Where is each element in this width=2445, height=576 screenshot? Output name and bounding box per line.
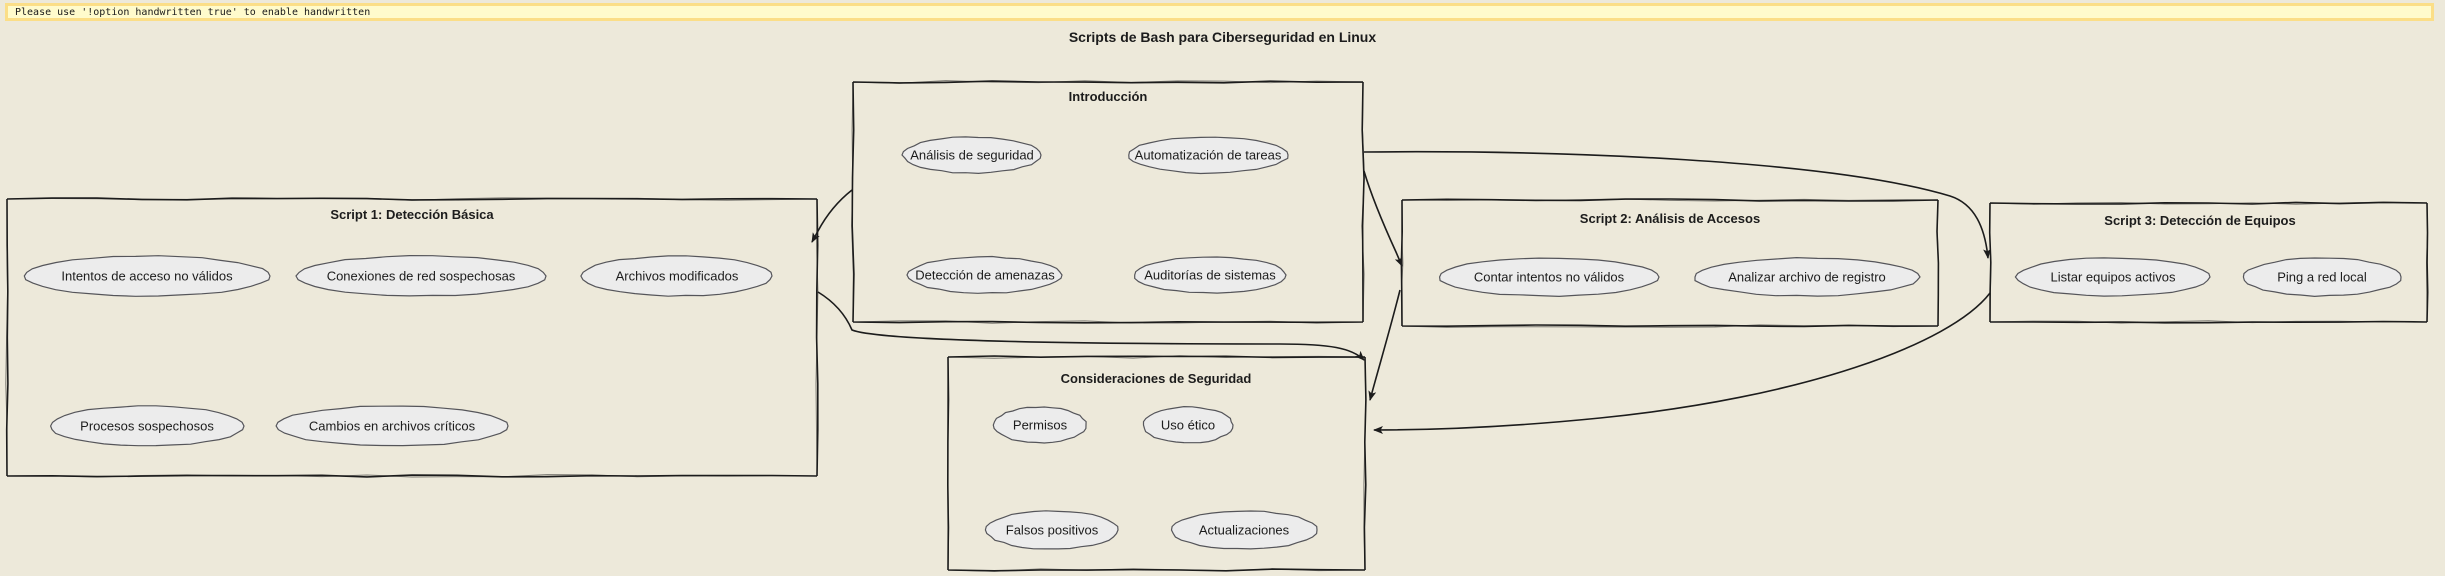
node-label-intentos-de-acceso-no-validos: Intentos de acceso no válidos — [61, 268, 233, 284]
node-label-archivos-modificados: Archivos modificados — [615, 268, 739, 284]
node-label-listar-equipos-activos: Listar equipos activos — [2050, 269, 2176, 285]
node-label-actualizaciones: Actualizaciones — [1198, 522, 1290, 538]
edge-shapes — [811, 150, 1992, 434]
edge-introduccion-to-script-3 — [1363, 150, 1992, 259]
cluster-title-script-2: Script 2: Análisis de Accesos — [1579, 211, 1761, 226]
node-label-permisos: Permisos — [1012, 417, 1068, 433]
cluster-title-script-3: Script 3: Detección de Equipos — [2104, 213, 2296, 228]
node-shapes — [23, 136, 2402, 550]
edge-script-2-to-consideraciones — [1368, 289, 1401, 401]
cluster-title-script-1: Script 1: Detección Básica — [330, 207, 494, 222]
node-label-conexiones-de-red-sospechosas: Conexiones de red sospechosas — [326, 268, 516, 284]
node-label-ping-a-red-local: Ping a red local — [2277, 269, 2367, 285]
node-label-cambios-en-archivos-criticos: Cambios en archivos críticos — [308, 418, 476, 434]
cluster-border-introduccion — [851, 80, 1365, 324]
cluster-border-consideraciones-de-seguridad — [946, 355, 1367, 572]
node-label-falsos-positivos: Falsos positivos — [1005, 522, 1099, 538]
handwritten-warning-text: Please use '!option handwritten true' to… — [15, 6, 371, 18]
node-label-analizar-archivo-de-registro: Analizar archivo de registro — [1728, 269, 1886, 285]
cluster-border-script-1 — [5, 197, 819, 478]
cluster-border-consideraciones-de-seguridad — [946, 355, 1367, 572]
edge-introduccion-to-script-2 — [1363, 170, 1403, 267]
node-label-automatizacion-de-tareas: Automatización de tareas — [1134, 147, 1282, 163]
node-label-analisis-de-seguridad: Análisis de seguridad — [910, 147, 1034, 163]
handwritten-warning-banner: Please use '!option handwritten true' to… — [5, 3, 2434, 21]
node-label-contar-intentos-no-validos: Contar intentos no válidos — [1473, 269, 1625, 285]
node-label-uso-etico: Uso ético — [1160, 417, 1216, 433]
diagram-title: Scripts de Bash para Ciberseguridad en L… — [1068, 29, 1377, 45]
node-label-procesos-sospechosos: Procesos sospechosos — [80, 418, 214, 434]
node-label-deteccion-de-amenazas: Detección de amenazas — [915, 267, 1055, 283]
cluster-title-consideraciones-de-seguridad: Consideraciones de Seguridad — [1060, 371, 1252, 386]
cluster-border-script-1 — [5, 197, 819, 478]
edge-script-1-to-consideraciones — [817, 291, 1365, 361]
cluster-border-introduccion — [851, 80, 1365, 324]
edge-script-3-to-consideraciones — [1373, 292, 1991, 434]
edge-introduccion-to-script-1 — [811, 189, 853, 243]
node-label-auditorias-de-sistemas: Auditorías de sistemas — [1144, 267, 1276, 283]
cluster-title-introduccion: Introducción — [1068, 89, 1148, 104]
